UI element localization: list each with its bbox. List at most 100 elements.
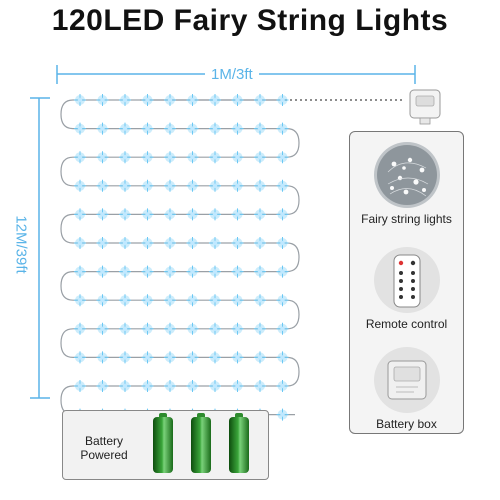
led-light — [186, 179, 199, 192]
led-light — [141, 122, 154, 135]
led-light — [276, 294, 289, 307]
led-light — [96, 179, 109, 192]
led-light — [74, 179, 86, 192]
led-light — [231, 151, 244, 164]
led-light — [119, 94, 131, 106]
led-light — [96, 351, 109, 364]
led-light — [119, 265, 131, 278]
led-light — [96, 294, 109, 307]
led-light — [209, 294, 221, 307]
led-light — [254, 122, 266, 135]
led-light — [186, 380, 199, 392]
led-light — [74, 208, 86, 221]
led-light — [254, 179, 266, 192]
fairy-lights-icon — [373, 142, 440, 208]
led-light — [231, 380, 244, 392]
led-light — [96, 151, 109, 164]
led-light — [186, 237, 199, 249]
width-label: 1M/3ft — [205, 66, 259, 83]
led-light — [164, 351, 176, 364]
led-light — [231, 122, 244, 135]
led-light — [186, 322, 199, 335]
component-battery-box: Battery box — [350, 347, 463, 431]
led-light — [96, 208, 109, 221]
led-light — [254, 94, 266, 106]
led-light — [164, 294, 176, 307]
led-light — [276, 122, 289, 135]
battery-box-label: Battery box — [376, 417, 437, 431]
fairy-lights-label: Fairy string lights — [361, 212, 452, 226]
led-light — [254, 351, 266, 364]
led-light — [231, 94, 244, 106]
led-light — [209, 94, 221, 106]
led-light — [186, 351, 199, 364]
led-light — [74, 94, 86, 106]
led-light — [119, 322, 131, 335]
led-light — [209, 179, 221, 192]
page-title: 120LED Fairy String Lights — [51, 4, 449, 37]
led-light — [209, 237, 221, 249]
led-light — [141, 94, 154, 106]
led-light — [74, 294, 86, 307]
led-light — [119, 122, 131, 135]
led-light — [74, 122, 86, 135]
led-light — [164, 179, 176, 192]
led-light — [276, 408, 289, 421]
led-light — [164, 380, 176, 392]
led-light — [96, 94, 109, 106]
led-light — [96, 265, 109, 278]
led-light — [141, 179, 154, 192]
led-light — [209, 151, 221, 164]
led-light — [164, 237, 176, 249]
led-light — [164, 322, 176, 335]
led-light — [141, 151, 154, 164]
component-remote: Remote control — [350, 247, 463, 331]
led-light — [231, 322, 244, 335]
led-light — [74, 151, 86, 164]
led-light — [276, 94, 289, 106]
led-light — [164, 122, 176, 135]
led-light — [209, 351, 221, 364]
led-light — [231, 265, 244, 278]
led-light — [231, 294, 244, 307]
led-light — [276, 208, 289, 221]
led-light — [119, 151, 131, 164]
light-wire — [60, 99, 300, 416]
led-light — [254, 237, 266, 249]
components-panel: Fairy string lights Remote control — [349, 131, 464, 434]
led-light — [276, 351, 289, 364]
led-light — [209, 122, 221, 135]
led-light — [254, 380, 266, 392]
led-light — [186, 122, 199, 135]
led-light — [96, 380, 109, 392]
battery-cell-icon — [229, 413, 249, 473]
led-light — [186, 265, 199, 278]
led-light — [186, 294, 199, 307]
led-light — [231, 351, 244, 364]
led-light — [276, 237, 289, 249]
led-light — [209, 380, 221, 392]
led-light — [186, 151, 199, 164]
led-light — [119, 294, 131, 307]
led-light — [276, 265, 289, 278]
led-light — [96, 237, 109, 249]
led-light — [209, 265, 221, 278]
led-light — [119, 351, 131, 364]
led-light — [276, 179, 289, 192]
led-light — [209, 208, 221, 221]
led-light — [164, 208, 176, 221]
led-light — [186, 94, 199, 106]
led-light — [254, 151, 266, 164]
led-light — [164, 94, 176, 106]
led-light — [141, 351, 154, 364]
led-light — [119, 179, 131, 192]
led-light — [231, 179, 244, 192]
led-light — [254, 294, 266, 307]
led-light — [164, 265, 176, 278]
led-light — [141, 265, 154, 278]
led-light — [276, 322, 289, 335]
led-light — [141, 322, 154, 335]
controller-box-icon — [409, 89, 441, 125]
battery-box-icon — [373, 347, 440, 413]
